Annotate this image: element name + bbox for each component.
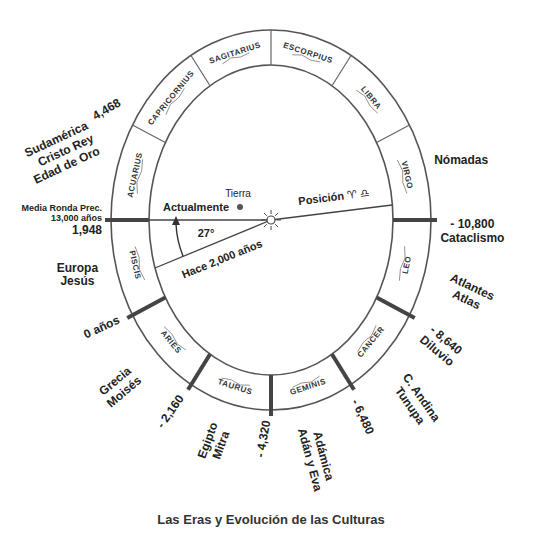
arrow-head <box>172 216 180 225</box>
era-label: Atlantes Atlas <box>436 268 502 318</box>
wheel-text: Actualmente <box>163 201 229 214</box>
era-label: - 8,640Diluvio <box>416 323 464 370</box>
era-label: Sudamérica Cristo Rey Edad de Oro <box>12 119 102 190</box>
era-text: - 4,320 <box>254 419 274 458</box>
era-label: 4,468 <box>90 97 123 124</box>
wheel-label: Tierra <box>225 188 251 200</box>
sun-ray <box>264 213 267 216</box>
earth-dot <box>237 204 243 210</box>
era-label: - 4,320 <box>254 419 274 458</box>
era-label: Media Ronda Prec. 13,000 años1,948 <box>6 203 102 237</box>
era-label: 0 años <box>82 314 122 343</box>
caption: Las Eras y Evolución de las Culturas <box>0 512 542 527</box>
era-boundary <box>188 354 210 390</box>
position-line <box>271 205 392 220</box>
era-label: - 6,480 <box>348 397 376 437</box>
era-text: - 10,800 <box>440 218 504 232</box>
era-text: Cataclismo <box>440 232 504 246</box>
era-text: Europa Jesús <box>49 262 105 290</box>
era-text: Nómadas <box>434 154 488 168</box>
sign-divider <box>132 125 165 143</box>
era-text: C. Andina Tunupa <box>385 367 445 437</box>
sun-ray <box>264 224 267 227</box>
era-boundary <box>269 375 273 416</box>
sun-symbol <box>267 216 275 224</box>
sun-ray <box>271 226 272 230</box>
era-boundary <box>377 298 415 319</box>
era-text: 1,948 <box>6 223 102 237</box>
sun-ray <box>261 220 265 221</box>
era-label: Adámica Adán y Eva <box>292 416 339 500</box>
era-label: Nómadas <box>434 154 488 168</box>
sign-divider <box>270 30 271 65</box>
era-text: Adámica Adán y Eva <box>292 416 339 500</box>
era-text: Media Ronda Prec. 13,000 años <box>6 203 102 224</box>
era-text: 0 años <box>82 314 122 343</box>
wheel-label: Actualmente <box>163 201 229 214</box>
sign-divider <box>377 125 410 143</box>
era-text: Atlantes Atlas <box>436 268 502 318</box>
era-label: Egipto Mitra <box>194 415 237 471</box>
sun-ray <box>275 213 278 216</box>
era-label: Grecia Moisés <box>91 359 150 415</box>
outer-ring <box>111 30 431 410</box>
wheel-text: Tierra <box>225 188 251 200</box>
era-label: C. Andina Tunupa <box>385 367 445 437</box>
era-label: Europa Jesús <box>49 262 105 290</box>
era-text: Sudamérica Cristo Rey Edad de Oro <box>12 119 102 190</box>
wheel-label: 27° <box>198 227 215 240</box>
sign-divider <box>332 55 351 85</box>
era-label: - 2,160 <box>155 393 188 432</box>
era-label: - 10,800Cataclismo <box>440 218 504 246</box>
era-text: - 2,160 <box>155 393 188 432</box>
era-text: 4,468 <box>90 97 123 124</box>
era-text: Grecia Moisés <box>91 359 150 415</box>
era-text: Egipto Mitra <box>194 415 237 471</box>
era-boundary <box>127 298 165 319</box>
era-text: - 6,480 <box>348 397 376 437</box>
sun-ray <box>277 220 281 221</box>
era-boundary <box>332 354 354 390</box>
present-line <box>149 219 271 220</box>
wheel-text: 27° <box>198 227 215 240</box>
sun-ray <box>275 224 278 227</box>
sun-ray <box>271 210 272 214</box>
inner-ring <box>149 65 393 375</box>
era-boundary <box>393 218 437 222</box>
precession-arc <box>176 224 183 256</box>
sign-divider <box>191 55 210 85</box>
era-boundary <box>105 218 149 222</box>
